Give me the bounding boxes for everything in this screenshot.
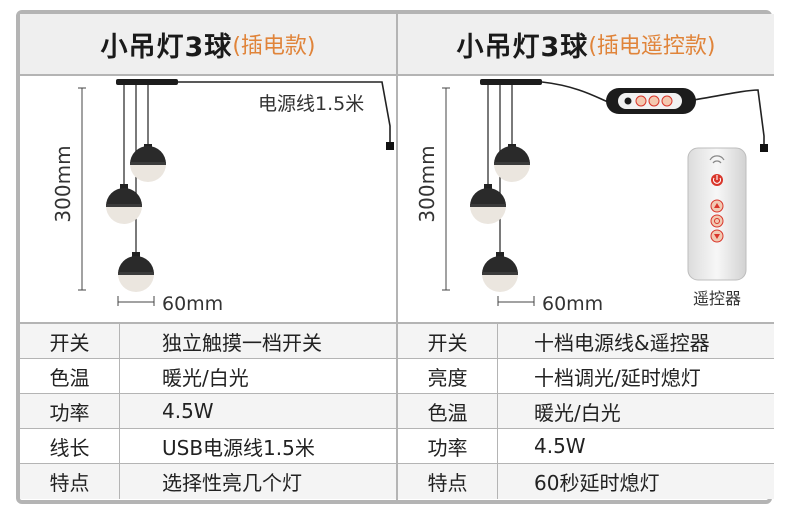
right-product-column: 小吊灯3球 (插电遥控款) <box>396 14 774 500</box>
spec-label: 特点 <box>20 464 120 499</box>
right-title-sub: (插电遥控款) <box>588 34 716 59</box>
width-dimension-label: 60mm <box>162 293 223 315</box>
spec-row: 亮度 十档调光/延时熄灯 <box>398 359 774 394</box>
spec-row: 线长 USB电源线1.5米 <box>20 429 396 464</box>
ceiling-canopy <box>116 79 178 85</box>
spec-value: 独立触摸一档开关 <box>162 330 322 355</box>
spec-label: 功率 <box>398 429 498 463</box>
globe-bulb-bottom <box>482 252 518 292</box>
globe-bulb-top <box>130 144 166 182</box>
spec-value: 十档电源线&遥控器 <box>534 330 710 355</box>
right-spec-table: 开关 十档电源线&遥控器 亮度 十档调光/延时熄灯 色温 暖光/白光 功率 4.… <box>398 324 774 499</box>
spec-value: 4.5W <box>534 434 586 458</box>
width-dimension-label: 60mm <box>542 293 603 315</box>
height-dimension-line <box>442 87 450 291</box>
spec-label: 线长 <box>20 429 120 463</box>
spec-label: 色温 <box>398 394 498 428</box>
triangle-up-icon <box>710 199 724 213</box>
right-title-bar: 小吊灯3球 (插电遥控款) <box>398 14 774 76</box>
right-illustration: 300mm 60mm <box>398 76 774 324</box>
left-title-bar: 小吊灯3球 (插电款) <box>20 14 396 76</box>
spec-value: 4.5W <box>162 399 214 423</box>
globe-bulb-middle <box>470 184 506 224</box>
height-dimension-line <box>78 87 86 291</box>
spec-value: 十档调光/延时熄灯 <box>534 365 701 390</box>
spec-row: 特点 60秒延时熄灯 <box>398 464 774 499</box>
globe-bulb-top <box>494 144 530 182</box>
left-title-main: 小吊灯3球 <box>100 31 233 63</box>
spec-row: 开关 十档电源线&遥控器 <box>398 324 774 359</box>
remote-control-label: 遥控器 <box>693 289 741 308</box>
spec-label: 开关 <box>20 324 120 358</box>
signal-icon <box>709 155 725 164</box>
power-plug <box>760 144 768 152</box>
spec-row: 色温 暖光/白光 <box>398 394 774 429</box>
spec-value: 暖光/白光 <box>162 365 249 390</box>
ceiling-canopy <box>480 79 542 85</box>
power-icon <box>711 174 723 186</box>
spec-value: USB电源线1.5米 <box>162 435 315 460</box>
left-product-column: 小吊灯3球 (插电款) <box>20 14 396 500</box>
spec-label: 色温 <box>20 359 120 393</box>
power-cable <box>541 81 609 103</box>
spec-label: 亮度 <box>398 359 498 393</box>
comparison-frame: 小吊灯3球 (插电款) <box>16 10 774 504</box>
spec-label: 特点 <box>398 464 498 499</box>
right-pendant-drawing: 300mm 60mm <box>415 79 768 315</box>
globe-bulb-bottom <box>118 252 154 292</box>
left-title-sub: (插电款) <box>232 34 316 59</box>
globe-bulb-middle <box>106 184 142 224</box>
left-pendant-drawing: 300mm 60mm 电源线1.5米 <box>51 79 394 315</box>
spec-value: 选择性亮几个灯 <box>162 471 302 495</box>
spec-value: 60秒延时熄灯 <box>534 471 660 495</box>
cycle-icon <box>710 214 724 228</box>
spec-label: 开关 <box>398 324 498 358</box>
remote-control <box>687 147 747 281</box>
right-title-main: 小吊灯3球 <box>456 31 589 63</box>
left-spec-table: 开关 独立触摸一档开关 色温 暖光/白光 功率 4.5W 线长 USB电源线1.… <box>20 324 396 499</box>
triangle-down-icon <box>710 229 724 243</box>
inline-dimmer-controller <box>606 88 696 114</box>
spec-value: 暖光/白光 <box>534 400 621 425</box>
spec-row: 开关 独立触摸一档开关 <box>20 324 396 359</box>
left-illustration: 300mm 60mm 电源线1.5米 <box>20 76 396 324</box>
height-dimension-label: 300mm <box>415 145 439 222</box>
width-dimension-line <box>117 296 155 306</box>
height-dimension-label: 300mm <box>51 145 75 222</box>
spec-row: 色温 暖光/白光 <box>20 359 396 394</box>
width-dimension-line <box>497 296 535 306</box>
spec-row: 特点 选择性亮几个灯 <box>20 464 396 499</box>
power-cable <box>178 81 391 144</box>
spec-row: 功率 4.5W <box>20 394 396 429</box>
cable-length-label: 电源线1.5米 <box>258 93 364 115</box>
spec-row: 功率 4.5W <box>398 429 774 464</box>
spec-label: 功率 <box>20 394 120 428</box>
usb-plug <box>386 142 394 150</box>
